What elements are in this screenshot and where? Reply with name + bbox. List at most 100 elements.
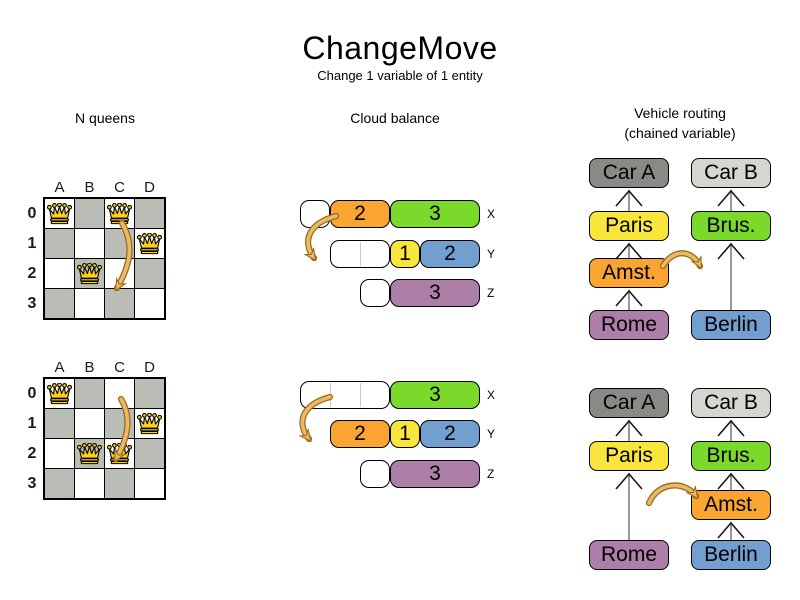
cloud-empty-slot <box>300 381 390 409</box>
board-row-label-2: 2 <box>27 445 37 462</box>
cloud-computer-label-X: X <box>487 388 496 402</box>
chessboard-before <box>43 197 166 320</box>
diagram-title: ChangeMove <box>302 30 498 66</box>
board-cell-C1 <box>105 409 134 438</box>
cloud-process-2-orange: 2 <box>330 200 390 228</box>
board-cell-D1 <box>135 409 164 438</box>
board-cell-B0 <box>75 379 104 408</box>
board-cell-A1 <box>45 229 74 258</box>
board-cell-A0 <box>45 379 74 408</box>
vehicle-node-carb: Car B <box>691 158 771 188</box>
vehicle-node-carb: Car B <box>691 388 771 418</box>
diagram-subtitle: Change 1 variable of 1 entity <box>317 68 483 83</box>
board-cell-C0 <box>105 379 134 408</box>
board-row-label-1: 1 <box>27 235 37 252</box>
cloud-empty-slot <box>360 279 390 307</box>
cloud-process-3-purple: 3 <box>390 279 480 307</box>
queen-icon <box>106 442 133 464</box>
vehicle-node-rome: Rome <box>589 310 669 340</box>
board-cell-C3 <box>105 469 134 498</box>
board-cell-C2 <box>105 259 134 288</box>
cloud-process-1-yellow: 1 <box>390 420 420 448</box>
board-cell-C3 <box>105 289 134 318</box>
board-col-label-D: D <box>144 179 155 196</box>
board-cell-B3 <box>75 469 104 498</box>
cloud-empty-slot <box>300 200 330 228</box>
cloud-empty-slot <box>360 460 390 488</box>
board-cell-B3 <box>75 289 104 318</box>
cloud-computer-label-Y: Y <box>487 247 496 261</box>
section-title-nqueens: N queens <box>75 110 135 126</box>
board-cell-D3 <box>135 289 164 318</box>
cloud-computer-label-Z: Z <box>487 467 495 481</box>
chessboard-after <box>43 377 166 500</box>
slot-divider <box>330 383 331 407</box>
section-title-vehicle-line2: (chained variable) <box>624 125 736 141</box>
board-col-label-A: A <box>54 359 65 376</box>
cloud-process-2-blue: 2 <box>420 240 480 268</box>
vehicle-node-cara: Car A <box>589 388 669 418</box>
cloud-process-2-orange: 2 <box>330 420 390 448</box>
queen-icon <box>136 412 163 434</box>
board-col-label-C: C <box>114 179 125 196</box>
cloud-process-3-green: 3 <box>390 381 480 409</box>
vehicle-node-paris: Paris <box>589 441 669 471</box>
vehicle-node-berlin: Berlin <box>691 310 771 340</box>
vehicle-node-paris: Paris <box>589 211 669 241</box>
board-cell-D0 <box>135 379 164 408</box>
cloud-computer-label-X: X <box>487 207 496 221</box>
board-row-label-2: 2 <box>27 265 37 282</box>
board-cell-A3 <box>45 469 74 498</box>
slot-divider <box>360 383 361 407</box>
board-cell-D2 <box>135 259 164 288</box>
board-cell-B0 <box>75 199 104 228</box>
vehicle-node-berlin: Berlin <box>691 540 771 570</box>
board-cell-A1 <box>45 409 74 438</box>
board-cell-A2 <box>45 259 74 288</box>
cloud-process-2-blue: 2 <box>420 420 480 448</box>
board-cell-D0 <box>135 199 164 228</box>
queen-icon <box>46 202 73 224</box>
queen-icon <box>136 232 163 254</box>
vehicle-node-brus: Brus. <box>691 441 771 471</box>
board-cell-C2 <box>105 439 134 468</box>
cloud-computer-label-Z: Z <box>487 286 495 300</box>
vehicle-node-rome: Rome <box>589 540 669 570</box>
board-cell-A0 <box>45 199 74 228</box>
cloud-process-3-purple: 3 <box>390 460 480 488</box>
board-col-label-B: B <box>84 359 95 376</box>
queen-icon <box>76 442 103 464</box>
board-cell-D1 <box>135 229 164 258</box>
board-row-label-0: 0 <box>27 205 37 222</box>
board-row-label-1: 1 <box>27 415 37 432</box>
queen-icon <box>106 202 133 224</box>
queen-icon <box>46 382 73 404</box>
board-cell-C0 <box>105 199 134 228</box>
section-title-vehicle: Vehicle routing (chained variable) <box>580 103 780 143</box>
slot-divider <box>360 242 361 266</box>
queen-icon <box>76 262 103 284</box>
board-cell-A3 <box>45 289 74 318</box>
board-col-label-C: C <box>114 359 125 376</box>
board-row-label-3: 3 <box>27 475 37 492</box>
vehicle-node-cara: Car A <box>589 158 669 188</box>
vehicle-node-amst: Amst. <box>691 490 771 520</box>
board-cell-B1 <box>75 229 104 258</box>
section-title-cloud: Cloud balance <box>350 110 440 126</box>
board-cell-C1 <box>105 229 134 258</box>
board-cell-B2 <box>75 259 104 288</box>
cloud-computer-label-Y: Y <box>487 427 496 441</box>
cloud-process-1-yellow: 1 <box>390 240 420 268</box>
cloud-process-3-green: 3 <box>390 200 480 228</box>
board-col-label-B: B <box>84 179 95 196</box>
board-cell-A2 <box>45 439 74 468</box>
board-cell-D2 <box>135 439 164 468</box>
vehicle-node-brus: Brus. <box>691 211 771 241</box>
board-col-label-A: A <box>54 179 65 196</box>
board-row-label-0: 0 <box>27 385 37 402</box>
vehicle-node-amst: Amst. <box>589 258 669 288</box>
board-cell-B1 <box>75 409 104 438</box>
board-col-label-D: D <box>144 359 155 376</box>
